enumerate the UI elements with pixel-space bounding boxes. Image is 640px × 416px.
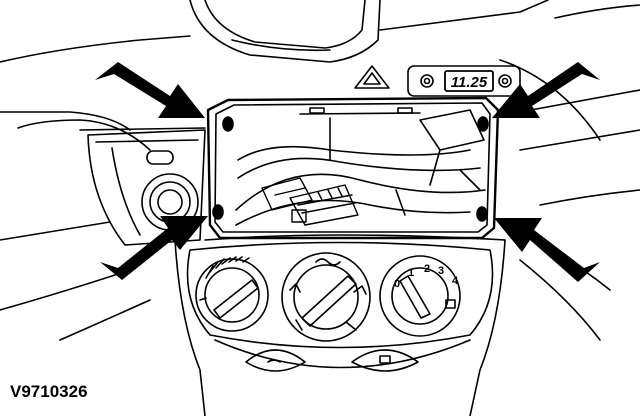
wiring-connector [261, 177, 359, 226]
radio-aperture [206, 96, 500, 240]
blower-label-2: 2 [424, 263, 430, 275]
arrow-upper-right [492, 62, 600, 118]
blower-label-4: 4 [452, 275, 459, 287]
blower-dial [379, 255, 461, 337]
clock-readout: 11.25 [451, 74, 488, 91]
clock-unit [407, 65, 521, 97]
console-lower-edge [214, 339, 471, 369]
hazard-button [354, 65, 390, 89]
retaining-clips [212, 116, 489, 222]
temperature-dial [195, 256, 269, 332]
lower-switch-right [351, 349, 419, 372]
arrow-lower-left [100, 216, 208, 280]
blower-label-0: 0 [394, 278, 400, 290]
blower-label-1: 1 [408, 267, 414, 279]
figure-reference-code: V9710326 [10, 382, 88, 401]
arrow-upper-left [95, 62, 205, 118]
arrow-lower-right [494, 218, 600, 282]
dashboard-top-panel [0, 0, 640, 63]
heater-control-panel [186, 241, 494, 349]
air-distribution-dial [281, 252, 371, 342]
blower-label-3: 3 [438, 265, 444, 277]
